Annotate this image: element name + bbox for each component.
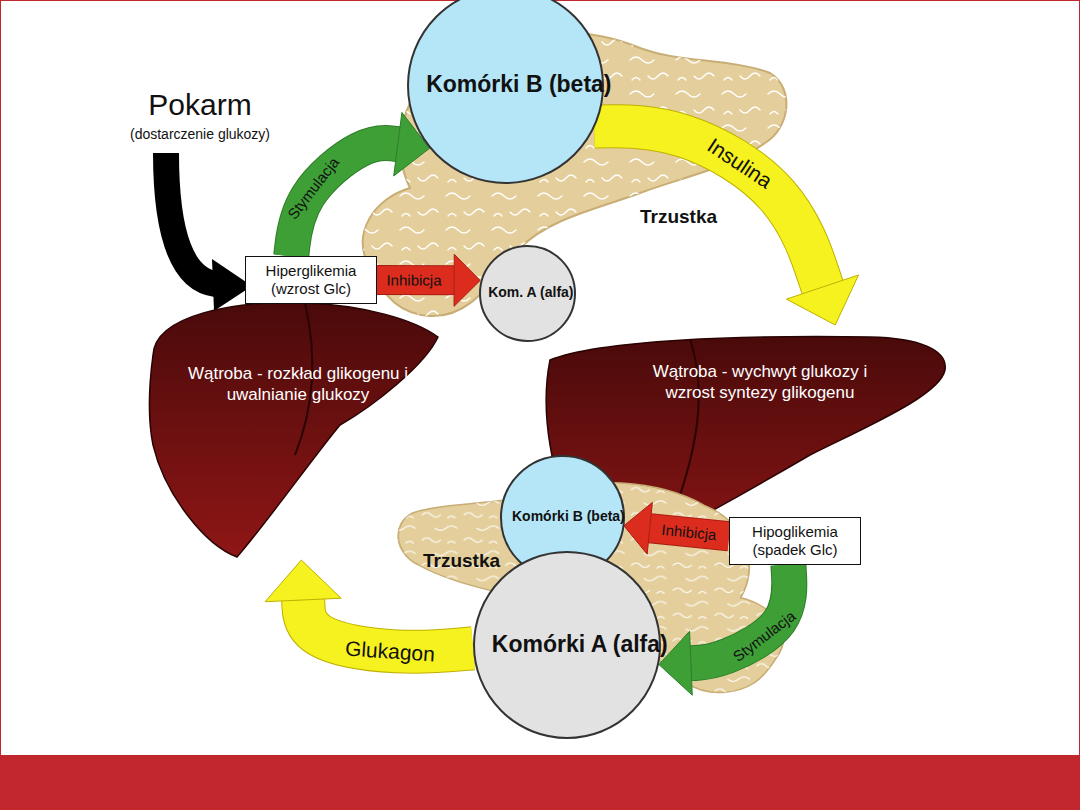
liver-shape bbox=[145, 295, 440, 560]
arrow-shaft bbox=[377, 266, 454, 294]
node-text: Komórki A (alfa) bbox=[492, 632, 642, 658]
footer-bar bbox=[0, 755, 1080, 810]
arrow-label: Glukagon bbox=[345, 638, 436, 665]
arrow-head bbox=[624, 502, 652, 554]
cell-circle: Komórki A (alfa) bbox=[473, 551, 661, 739]
cell-disc bbox=[408, 0, 603, 183]
condition-box: Hiperglikemia (wzrost Glc) bbox=[245, 256, 377, 303]
liver-caption: Wątroba - rozkład glikogenu i uwalnianie… bbox=[167, 363, 429, 406]
food-title: Pokarm bbox=[148, 88, 251, 121]
food-note: (dostarczenie glukozy) bbox=[130, 127, 270, 142]
cell-circle: Kom. A (alfa) bbox=[479, 245, 576, 342]
node-text: Komórki B (beta) bbox=[512, 509, 612, 525]
organ-label: Trzustka bbox=[640, 206, 717, 228]
block-arrow bbox=[265, 560, 473, 652]
arrow-head bbox=[394, 112, 430, 175]
arrow-outline bbox=[594, 126, 822, 287]
node-text: Hiperglikemia (wzrost Glc) bbox=[255, 262, 367, 297]
arrow-head bbox=[265, 560, 341, 602]
organ-label: Trzustka bbox=[423, 550, 500, 572]
food-arrow-shaft bbox=[166, 153, 216, 284]
arrow-label: Inhibicja bbox=[386, 273, 441, 288]
block-arrow bbox=[594, 126, 858, 325]
arrow-outline bbox=[377, 265, 454, 295]
block-arrow bbox=[377, 254, 480, 306]
liver-caption: Wątroba - wychwyt glukozy i wzrost synte… bbox=[640, 361, 880, 404]
arrow-shaft bbox=[594, 126, 822, 287]
block-arrow bbox=[624, 502, 729, 554]
liver: Wątroba - rozkład glikogenu i uwalnianie… bbox=[145, 295, 440, 560]
node-text: Kom. A (alfa) bbox=[488, 285, 566, 301]
liver-outline bbox=[149, 303, 438, 557]
cell-disc bbox=[480, 246, 575, 341]
arrow-head bbox=[659, 631, 692, 695]
node-text: Hipoglikemia (spadek Glc) bbox=[739, 523, 851, 558]
cell-disc bbox=[474, 552, 660, 738]
cell-circle: Komórki B (beta) bbox=[407, 0, 604, 184]
condition-box: Hipoglikemia (spadek Glc) bbox=[729, 517, 861, 564]
node-text: Komórki B (beta) bbox=[426, 72, 584, 98]
arrow-head bbox=[454, 254, 480, 306]
arrow-head bbox=[786, 275, 858, 325]
